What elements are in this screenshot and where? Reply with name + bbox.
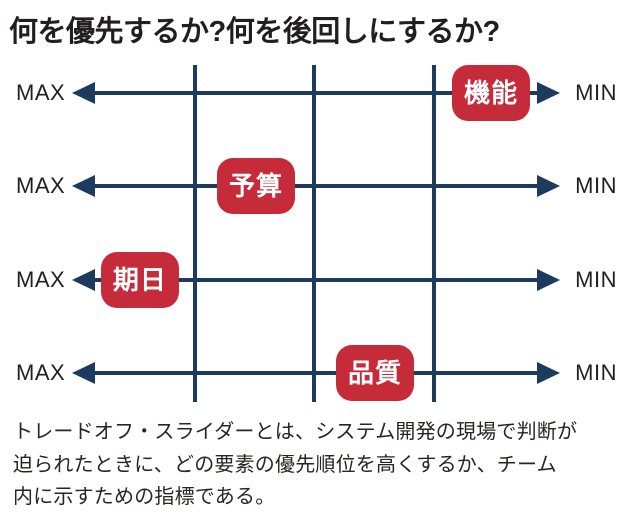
slider-badge: 品質 [336,344,415,401]
caption-line: トレードオフ・スライダーとは、システム開発の現場で判断が [13,421,578,443]
slider-line [82,277,550,282]
slider-row-2: MAX 予算 MIN [0,156,620,216]
caption: トレードオフ・スライダーとは、システム開発の現場で判断が 迫られたときに、どの要… [13,416,613,514]
slider-line [82,184,550,189]
slider-track: 期日 [72,250,560,310]
min-label: MIN [575,80,617,105]
min-label: MIN [575,359,617,385]
slider-line [82,91,550,95]
gridline [312,65,316,402]
arrow-right-icon [537,268,560,291]
max-label: MAX [16,359,66,385]
slider-row-4: MAX 品質 MIN [0,343,620,403]
caption-line: 内に示すための指標である。 [13,486,276,508]
slider-track: 品質 [72,343,560,403]
slider-track: 機能 [72,63,560,123]
gridline [432,65,436,402]
slider-badge-label: 機能 [464,78,519,108]
arrow-right-icon [537,82,560,104]
slider-badge-label: 品質 [348,357,403,388]
caption-line: 迫られたときに、どの要素の優先順位を高くするか、チーム [13,453,557,476]
tradeoff-slider-diagram: MAX 機能 MIN MAX 予算 MIN MAX [0,63,620,403]
max-label: MAX [16,266,66,292]
slider-row-3: MAX 期日 MIN [0,250,620,310]
page-title: 何を優先するか?何を後回しにするか? [9,16,500,48]
slider-badge-label: 予算 [228,171,283,202]
arrow-right-icon [537,361,560,384]
max-label: MAX [16,80,66,105]
slider-track: 予算 [72,156,560,216]
slider-line [82,370,550,375]
arrow-left-icon [72,175,95,198]
arrow-left-icon [72,82,95,104]
slider-row-1: MAX 機能 MIN [0,63,620,123]
slider-badge: 機能 [452,65,531,121]
max-label: MAX [16,173,66,199]
arrow-right-icon [537,175,560,198]
slider-badge: 予算 [216,158,295,215]
slider-badge-label: 期日 [112,264,167,295]
gridline [193,65,197,402]
slider-badge: 期日 [100,251,179,308]
arrow-left-icon [72,361,95,384]
min-label: MIN [575,266,617,292]
arrow-left-icon [72,268,95,291]
min-label: MIN [575,173,617,199]
